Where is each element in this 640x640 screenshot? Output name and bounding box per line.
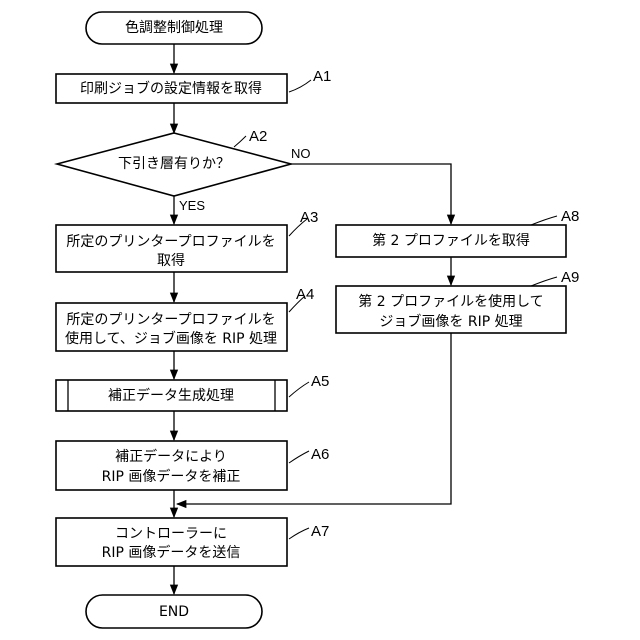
process-a9: 第 2 プロファイルを使用して ジョブ画像を RIP 処理 (336, 286, 566, 333)
process-a4-label-line2: 使用して、ジョブ画像を RIP 処理 (65, 330, 277, 347)
ref-label-a3: A3 (300, 209, 318, 226)
process-a7-label-line1: コントローラーに (115, 526, 227, 542)
ref-label-a8: A8 (561, 208, 579, 225)
ref-label-a1: A1 (313, 68, 331, 85)
process-a1-label: 印刷ジョブの設定情報を取得 (80, 80, 262, 97)
ref-label-a9: A9 (561, 269, 579, 286)
process-a9-label-line2: ジョブ画像を RIP 処理 (379, 313, 522, 330)
ref-label-a7: A7 (311, 523, 329, 540)
process-a3-label-line2: 取得 (157, 252, 185, 269)
ref-label-a6: A6 (311, 446, 329, 463)
process-a4-label-line1: 所定のプリンタープロファイルを (66, 312, 275, 328)
end-terminator: END (86, 595, 262, 628)
branch-label-yes: YES (179, 198, 205, 213)
start-label: 色調整制御処理 (125, 19, 223, 36)
leader-a1 (289, 80, 311, 92)
leader-a6 (289, 451, 309, 463)
predefined-process-a5: 補正データ生成処理 (56, 380, 287, 411)
process-a9-label-line1: 第 2 プロファイルを使用して (358, 293, 543, 310)
process-a6: 補正データにより RIP 画像データを補正 (56, 441, 287, 490)
leader-a7 (289, 528, 309, 539)
process-a8-label: 第 2 プロファイルを取得 (372, 232, 530, 249)
ref-label-a4: A4 (296, 286, 314, 303)
process-a1: 印刷ジョブの設定情報を取得 (56, 74, 287, 103)
start-terminator: 色調整制御処理 (86, 12, 262, 44)
branch-label-no: NO (291, 146, 311, 161)
process-a3-label-line1: 所定のプリンタープロファイルを (66, 234, 275, 250)
process-a6-label-line1: 補正データにより (115, 448, 227, 465)
process-a7-label-line2: RIP 画像データを送信 (102, 544, 241, 561)
predefined-process-a5-label: 補正データ生成処理 (108, 387, 234, 404)
process-a7: コントローラーに RIP 画像データを送信 (56, 518, 287, 566)
process-a8: 第 2 プロファイルを取得 (336, 225, 566, 257)
process-a3: 所定のプリンタープロファイルを 取得 (56, 225, 287, 272)
ref-label-a2: A2 (249, 128, 267, 145)
decision-a2-label: 下引き層有りか？ (118, 156, 230, 172)
leader-a9 (531, 277, 557, 286)
end-label: END (159, 604, 189, 620)
ref-label-a5: A5 (311, 373, 329, 390)
leader-a2 (234, 136, 246, 147)
process-a6-label-line2: RIP 画像データを補正 (102, 468, 241, 485)
leader-a8 (531, 216, 557, 225)
process-a4: 所定のプリンタープロファイルを 使用して、ジョブ画像を RIP 処理 (56, 303, 287, 351)
leader-a5 (289, 382, 309, 397)
